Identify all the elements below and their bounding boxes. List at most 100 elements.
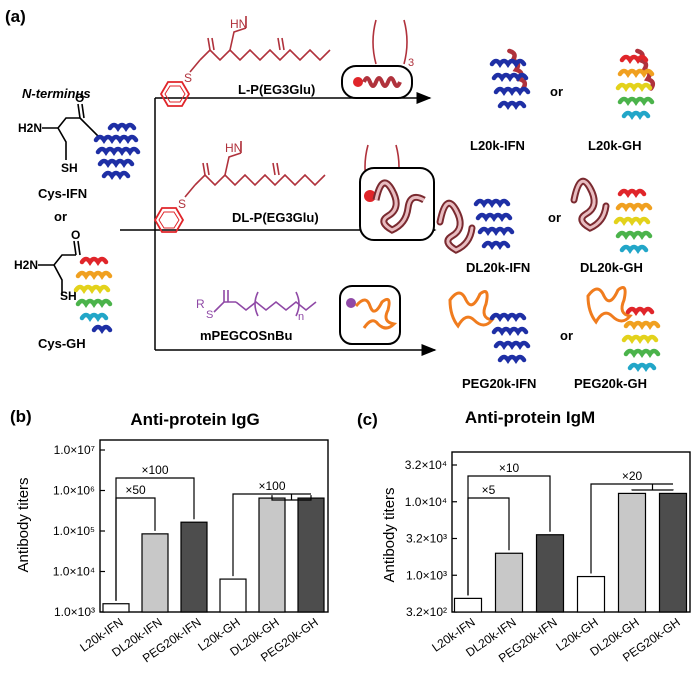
- reagent-2-nh: HN: [225, 141, 242, 155]
- chart-b-frame: [99, 439, 329, 613]
- reagent-2-coil-icon: [359, 167, 435, 241]
- panel-c: (c) Anti-protein IgM Antibody titers 3.2…: [357, 408, 691, 665]
- or-label-row-2: or: [548, 210, 561, 225]
- reagent-3-r-group: R: [196, 297, 205, 311]
- amine-label-1: H2N: [18, 121, 42, 135]
- fold-bracket: [232, 493, 312, 577]
- panel-b-label: (b): [10, 407, 32, 426]
- cys-ifn-structure: [42, 103, 101, 160]
- product-l20k-ifn-icon: [489, 48, 531, 111]
- reagent-3-sulfur: S: [206, 309, 213, 321]
- fold-bracket: [590, 483, 674, 574]
- amine-label-2: H2N: [14, 258, 38, 272]
- chart-c-title: Anti-protein IgM: [465, 408, 595, 427]
- panel-a-label: (a): [5, 7, 26, 26]
- reagent-1-phenyl-icon: [159, 81, 191, 107]
- chart-b-bars: [102, 497, 325, 613]
- chart-b-ylabel: Antibody titers: [15, 477, 32, 572]
- or-label-row-3: or: [560, 328, 573, 343]
- bar-l20k-gh: [576, 575, 606, 613]
- bar-peg20k-gh: [297, 497, 325, 613]
- reagent-1-nh: HN: [230, 17, 247, 31]
- product-l20k-ifn-label: L20k-IFN: [470, 138, 525, 153]
- panel-b: (b) Anti-protein IgG Antibody titers 1.0…: [10, 407, 329, 665]
- y-tick-label: 1.0×10⁴: [405, 495, 447, 509]
- reagent-1-sulfur: S: [184, 71, 192, 85]
- y-tick-label: 1.0×10³: [406, 568, 447, 582]
- carbonyl-label-1: O: [75, 91, 84, 105]
- ifn-protein-icon-start: [93, 122, 141, 181]
- reagent-2-phenyl-icon: [153, 207, 185, 233]
- chart-c-frame: [451, 451, 691, 613]
- reagent-3-label: mPEGCOSnBu: [200, 328, 293, 343]
- fold-bracket: [467, 475, 551, 596]
- y-tick-label: 1.0×10⁶: [53, 484, 95, 498]
- n-terminus-label: N-terminus: [22, 86, 91, 101]
- reagent-1-helix-icon: [341, 65, 413, 99]
- chart-b-yticks: 1.0×10³ 1.0×10⁴ 1.0×10⁵ 1.0×10⁶ 1.0×10⁷: [53, 443, 105, 619]
- bar-l20k-ifn: [102, 603, 130, 613]
- bar-dl20k-ifn: [494, 552, 524, 613]
- chart-b-title: Anti-protein IgG: [130, 410, 259, 429]
- product-dl20k-ifn-label: DL20k-IFN: [466, 260, 530, 275]
- fold-change-label: ×20: [622, 469, 643, 483]
- bar-dl20k-ifn: [141, 533, 169, 613]
- chart-c-ylabel: Antibody titers: [381, 487, 398, 582]
- product-dl20k-ifn-icon: [436, 198, 515, 254]
- chart-c-bars: [453, 492, 688, 613]
- reagent-2-label: DL-P(EG3Glu): [232, 210, 319, 225]
- y-tick-label: 3.2×10²: [406, 605, 447, 619]
- chart-c-xlabels: L20k-IFNDL20k-IFNPEG20k-IFNL20k-GHDL20k-…: [429, 615, 682, 665]
- y-tick-label: 3.2×10⁴: [405, 458, 447, 472]
- product-l20k-gh-label: L20k-GH: [588, 138, 641, 153]
- fold-change-label: ×100: [258, 479, 285, 493]
- reagent-1-structure: [189, 16, 408, 73]
- cys-gh-label: Cys-GH: [38, 336, 86, 351]
- carbonyl-label-2: O: [71, 228, 80, 242]
- reagent-3-subscript: n: [298, 311, 304, 323]
- product-peg20k-ifn-icon: [448, 290, 531, 365]
- y-tick-label: 1.0×10⁴: [53, 565, 95, 579]
- chart-c-brackets: ×5×10 ×20: [467, 461, 674, 596]
- reagent-3-structure: [213, 290, 236, 313]
- y-tick-label: 1.0×10³: [54, 605, 95, 619]
- thiol-label-1: SH: [61, 161, 78, 175]
- thiol-label-2: SH: [60, 289, 77, 303]
- bar-peg20k-gh: [658, 492, 688, 613]
- fold-change-label: ×100: [141, 463, 168, 477]
- product-peg20k-gh-label: PEG20k-GH: [574, 376, 647, 391]
- product-peg20k-ifn-label: PEG20k-IFN: [462, 376, 536, 391]
- fold-change-label: ×50: [125, 483, 146, 497]
- product-peg20k-gh-icon: [586, 286, 661, 373]
- y-tick-label: 1.0×10⁵: [53, 524, 95, 538]
- fold-change-label: ×5: [482, 483, 496, 497]
- fold-bracket: [115, 477, 195, 601]
- bar-dl20k-gh: [617, 492, 647, 613]
- chart-b-xlabels: L20k-IFNDL20k-IFNPEG20k-IFNL20k-GHDL20k-…: [77, 615, 320, 665]
- product-l20k-gh-icon: [615, 48, 656, 121]
- bar-peg20k-ifn: [180, 521, 208, 613]
- panel-a: (a) N-terminus H2N O SH Cys-IFN or H2N O: [5, 7, 661, 391]
- reagent-3-peg-icon: [339, 285, 401, 345]
- bar-l20k-gh: [219, 578, 247, 613]
- chart-c-yticks: 3.2×10² 1.0×10³ 3.2×10³ 1.0×10⁴ 3.2×10⁴: [405, 458, 457, 619]
- reagent-1-label: L-P(EG3Glu): [238, 82, 315, 97]
- bar-peg20k-ifn: [535, 534, 565, 613]
- cys-ifn-label: Cys-IFN: [38, 186, 87, 201]
- product-dl20k-gh-icon: [570, 177, 653, 255]
- chart-b-brackets: ×50 ×100 ×100: [115, 463, 312, 601]
- panel-c-label: (c): [357, 410, 378, 429]
- bar-l20k-ifn: [453, 597, 483, 613]
- reagent-2-sulfur: S: [178, 197, 186, 211]
- or-label-row-1: or: [550, 84, 563, 99]
- bar-dl20k-gh: [258, 497, 286, 613]
- reagent-3-peg-chain: [235, 291, 317, 317]
- reagent-1-subscript: 3: [408, 57, 414, 69]
- fold-change-label: ×10: [499, 461, 520, 475]
- y-tick-label: 1.0×10⁷: [54, 443, 95, 457]
- gh-protein-icon-start: [73, 256, 113, 335]
- y-tick-label: 3.2×10³: [406, 532, 447, 546]
- cys-gh-structure: [38, 240, 81, 296]
- or-label-start: or: [54, 209, 67, 224]
